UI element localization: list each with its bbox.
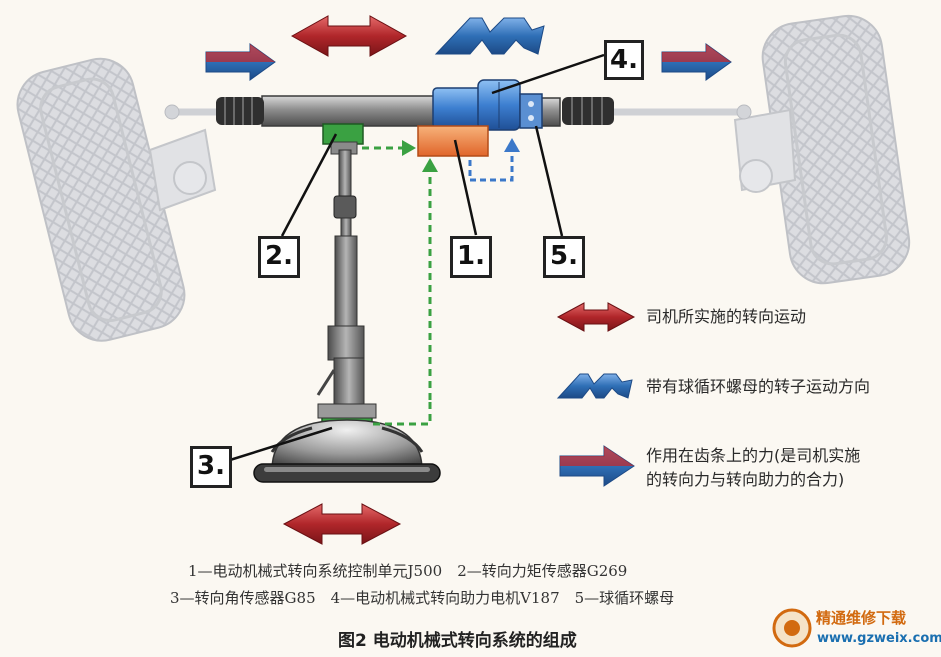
- callout-1: 1.: [450, 236, 492, 278]
- assist-motor: [432, 79, 521, 131]
- watermark-url: www.gzweix.com: [817, 631, 941, 646]
- steering-wheel: [253, 403, 441, 483]
- legend-rotor-direction-text: 带有球循环螺母的转子运动方向: [646, 377, 871, 396]
- legend-driver-motion-text: 司机所实施的转向运动: [646, 307, 807, 326]
- right-boot: [562, 97, 614, 125]
- signal-lines: [362, 138, 520, 426]
- left-wheel: [16, 57, 217, 342]
- figure-title: 图2 电动机械式转向系统的组成: [338, 631, 577, 651]
- callout-3: 3.: [190, 446, 232, 488]
- callout-2: 2.: [258, 236, 300, 278]
- callout-4: 4.: [604, 40, 644, 80]
- legend-swatch-driver-motion: [556, 302, 636, 332]
- rack-force-arrow-left: [205, 43, 276, 81]
- control-unit: [417, 125, 489, 157]
- driver-motion-arrow-top: [290, 15, 408, 57]
- ball-nut: [519, 93, 543, 129]
- rack-force-arrow-right: [661, 43, 732, 81]
- caption-line-1: 1—电动机械式转向系统控制单元J500 2—转向力矩传感器G269: [188, 562, 628, 580]
- watermark-text: 精通维修下载: [816, 609, 907, 627]
- legend-rack-force-line2: 的转向力与转向助力的合力): [646, 470, 845, 489]
- right-wheel: [733, 14, 911, 285]
- caption-line-2: 3—转向角传感器G85 4—电动机械式转向助力电机V187 5—球循环螺母: [170, 589, 675, 607]
- callout-5: 5.: [543, 236, 585, 278]
- watermark-logo: [772, 608, 812, 648]
- left-boot: [216, 97, 264, 125]
- legend-swatch-rack-force: [559, 445, 635, 487]
- legend-swatch-rotor-direction: [556, 373, 633, 399]
- rotor-direction-arrow-top: [434, 17, 545, 55]
- steering-column: [316, 149, 365, 407]
- legend-rack-force-line1: 作用在齿条上的力(是司机实施: [646, 446, 861, 465]
- leader-lines: [229, 53, 605, 462]
- driver-motion-arrow-bottom: [282, 503, 402, 545]
